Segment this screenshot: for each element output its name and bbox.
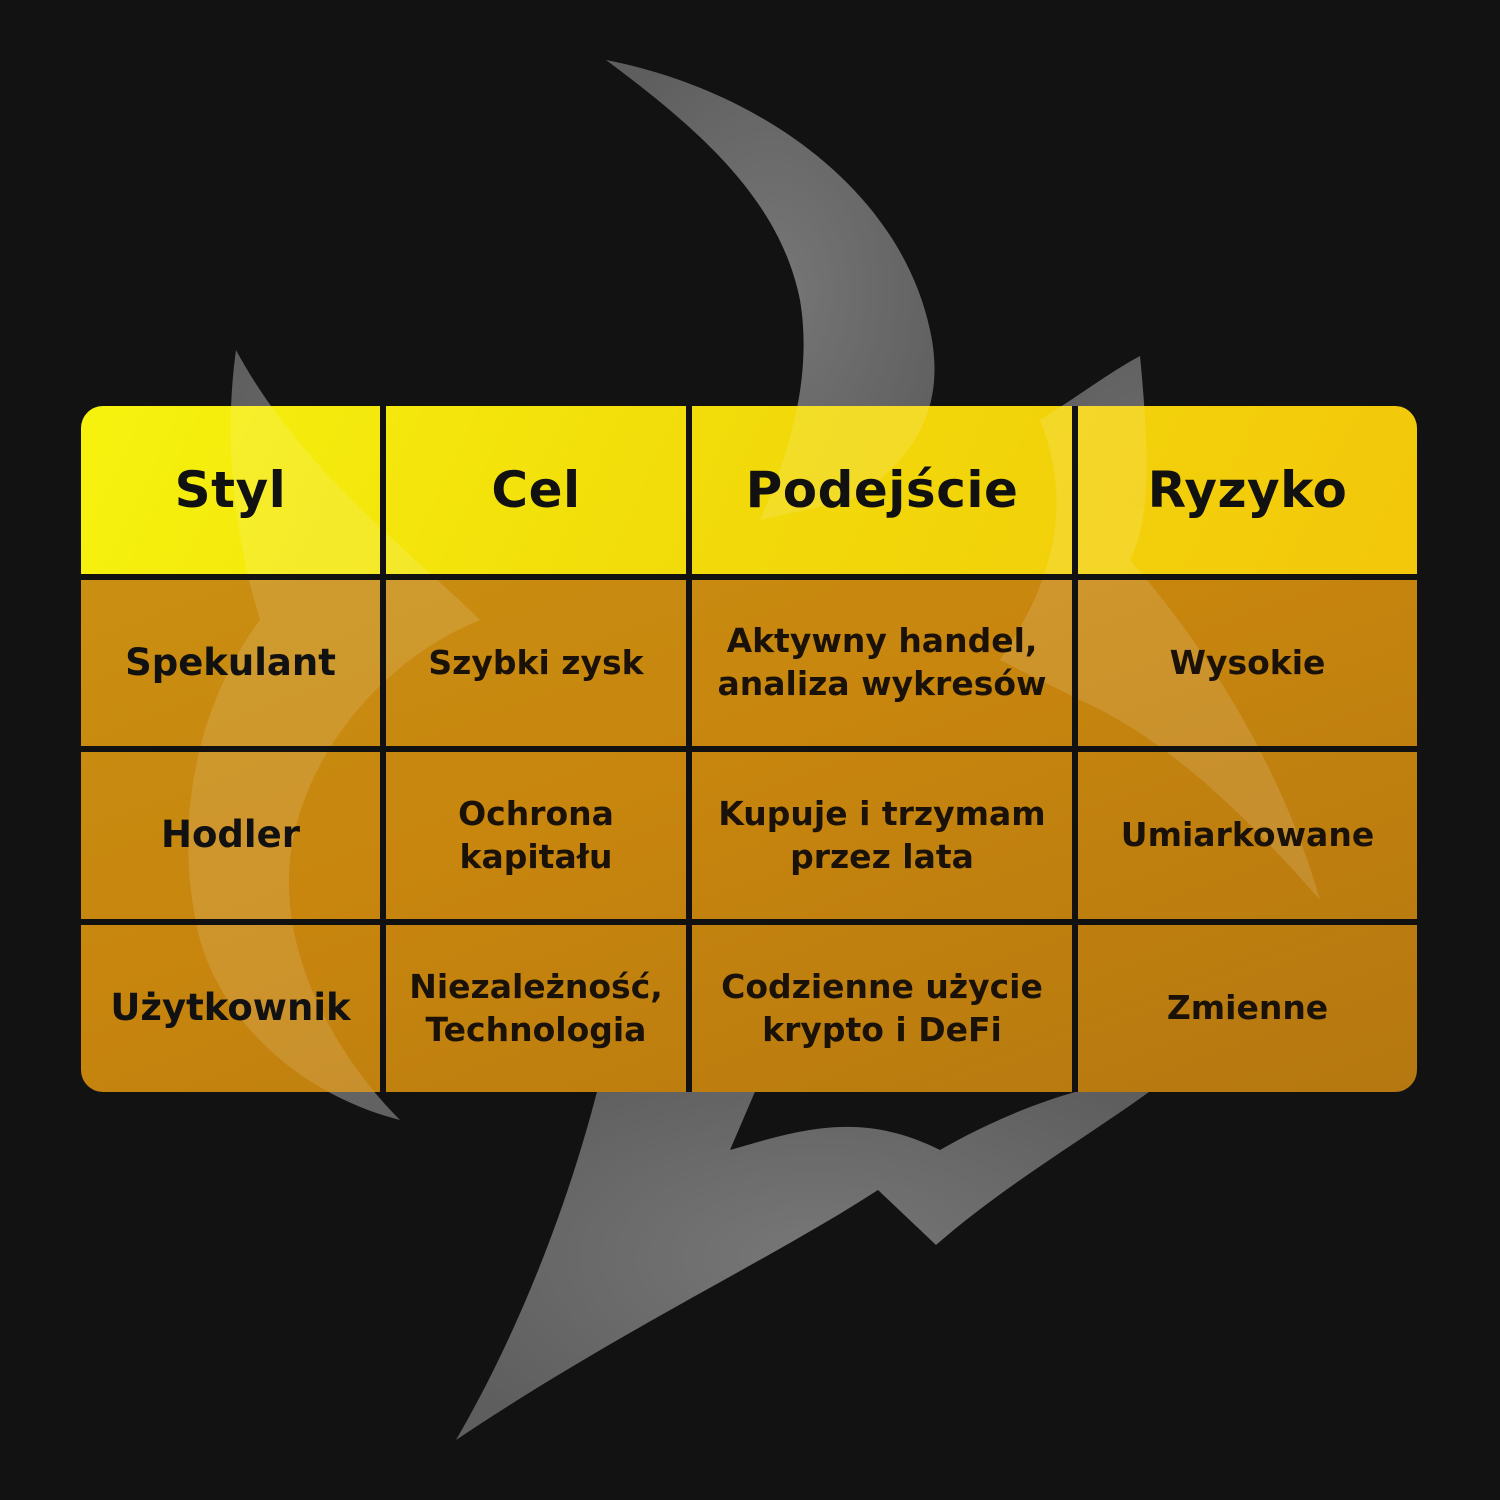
row2-ryzyko: Umiarkowane (1120, 815, 1375, 855)
grid-line-h1 (81, 574, 1417, 580)
body-band (81, 580, 1417, 1092)
header-ryzyko: Ryzyko (1147, 461, 1348, 519)
grid-line-h3 (81, 919, 1417, 925)
header-styl: Styl (174, 461, 287, 519)
row1-cel: Szybki zysk (428, 642, 644, 682)
row3-cel: Niezależność, Technologia (409, 966, 663, 1049)
row1-ryzyko: Wysokie (1169, 642, 1326, 682)
header-podejscie: Podejście (745, 461, 1019, 519)
row2-cel: Ochrona kapitału (458, 793, 614, 876)
comparison-table: Styl Cel Podejście Ryzyko Spekulant Szyb… (81, 406, 1417, 1092)
row1-podejscie: Aktywny handel, analiza wykresów (717, 621, 1047, 703)
row3-styl: Użytkownik (110, 986, 351, 1030)
header-cel: Cel (491, 461, 581, 519)
row3-ryzyko: Zmienne (1166, 988, 1329, 1028)
row3-podejscie: Codzienne użycie krypto i DeFi (721, 966, 1043, 1049)
row2-podejscie: Kupuje i trzymam przez lata (718, 793, 1046, 876)
row2-styl: Hodler (161, 813, 300, 857)
grid-line-h2 (81, 746, 1417, 752)
header-band (81, 406, 1417, 574)
row1-styl: Spekulant (125, 640, 336, 684)
